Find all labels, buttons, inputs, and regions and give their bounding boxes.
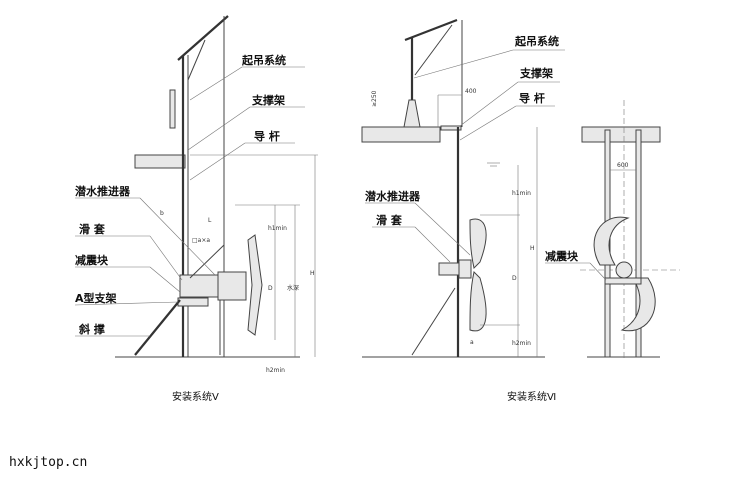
leader-thruster-d: [414, 202, 471, 256]
site-watermark: hxkjtop.cn: [9, 455, 88, 470]
leader-hoist: [413, 49, 514, 79]
dim-h1min: h1min: [268, 225, 287, 232]
dim-ge250: ≥250: [371, 90, 378, 107]
dim-depth: 水深: [287, 284, 299, 292]
system-6-front-view: 600 减震块: [545, 100, 680, 360]
brace: [411, 287, 456, 356]
concrete-slab: [134, 154, 186, 169]
dim-D: D: [268, 285, 273, 292]
label-guide-rod: 导 杆: [519, 91, 545, 105]
leader-aframe: [74, 301, 179, 306]
caption-system-6: 安装系统Ⅵ: [507, 390, 556, 403]
leader-support: [187, 106, 251, 151]
propeller: [247, 234, 263, 336]
thruster-hub: [615, 261, 633, 279]
label-damper: 减震块: [75, 253, 109, 267]
label-sleeve: 滑 套: [79, 222, 106, 236]
thruster-motor: [217, 271, 247, 301]
caption-system-5: 安装系统Ⅴ: [172, 390, 219, 403]
dim-a: a: [470, 339, 474, 346]
leader-hoist: [189, 66, 243, 101]
leader-sleeve-d: [414, 226, 451, 263]
guide-rod-right: [635, 129, 642, 358]
winch: [169, 89, 176, 129]
dim-L: L: [208, 217, 212, 224]
dim-h1min: h1min: [512, 190, 531, 197]
leader-support: [459, 81, 519, 127]
crane-boom: [404, 18, 458, 42]
crane-strut: [187, 39, 206, 81]
propeller-blade-top: [593, 216, 630, 266]
concrete-slab: [581, 126, 661, 143]
label-support: 支撑架: [519, 66, 553, 80]
a-frame: [177, 297, 209, 307]
propeller-blade-bottom: [620, 277, 656, 332]
sleeve: [438, 262, 460, 276]
propeller-blade-bottom: [469, 271, 487, 332]
crane-boom: [177, 15, 229, 61]
rod-top-bracket: [440, 125, 462, 131]
dim-b: b: [160, 210, 164, 217]
label-a-frame: A型支架: [75, 291, 117, 305]
lift-arm: [189, 244, 225, 279]
label-sleeve: 滑 套: [376, 213, 403, 227]
leader-rod: [459, 105, 517, 141]
label-support: 支撑架: [251, 93, 285, 107]
dim-H: H: [530, 245, 535, 252]
label-guide-rod: 导 杆: [254, 129, 280, 143]
leader-rod: [189, 142, 246, 181]
label-hoist: 起吊系统: [241, 53, 286, 67]
crane-base: [403, 99, 421, 128]
damper-block: [604, 277, 642, 285]
leader-sleeve-d: [149, 235, 183, 281]
dim-600: 600: [617, 162, 629, 169]
crane-strut: [414, 24, 453, 76]
dim-400: 400: [465, 88, 477, 95]
leader-damper-d: [149, 266, 181, 293]
system-5-drawing: b L □a×a h1min D 水深 H h2min 起吊系统 支撑架 导 杆…: [74, 15, 318, 403]
concrete-slab: [361, 126, 441, 143]
label-thruster: 潜水推进器: [75, 184, 131, 198]
label-damper: 减震块: [545, 249, 579, 263]
dim-h2min: h2min: [512, 340, 531, 347]
leader-thruster-d: [139, 197, 216, 276]
label-thruster: 潜水推进器: [365, 189, 421, 203]
system-6-drawing: ≥250 400 h1min H D h2min a 起吊系统 支撑架 导 杆 …: [361, 18, 565, 403]
brace: [134, 299, 181, 356]
leader-damper-d: [589, 262, 607, 281]
dim-axa: □a×a: [192, 237, 210, 244]
thruster-hub: [458, 259, 472, 279]
dim-h2min: h2min: [266, 367, 285, 374]
label-hoist: 起吊系统: [514, 34, 559, 48]
dim-H: H: [310, 270, 315, 277]
label-brace: 斜 撑: [78, 322, 105, 336]
dim-D: D: [512, 275, 517, 282]
propeller-blade-top: [469, 218, 487, 269]
